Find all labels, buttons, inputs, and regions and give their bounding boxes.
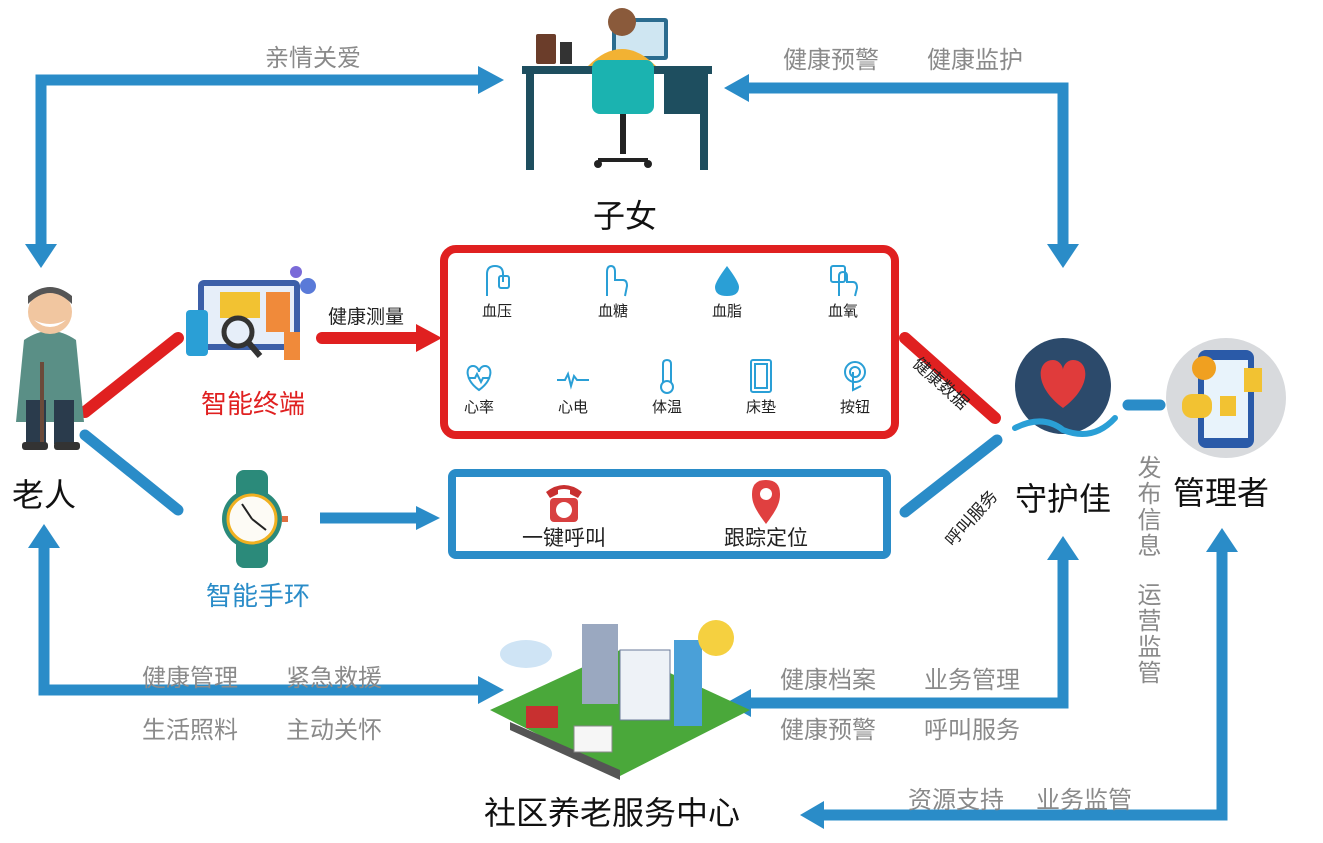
blood-lipid-icon xyxy=(715,266,739,296)
family-love-label: 亲情关爱 xyxy=(265,44,361,72)
phone-icon xyxy=(546,485,582,522)
thermometer-icon xyxy=(660,358,674,394)
arrowhead-right-community xyxy=(478,676,504,704)
arrow-manager-community xyxy=(820,548,1228,821)
arrowhead-down-guardian xyxy=(1047,244,1079,268)
smart-terminal-illustration xyxy=(186,266,316,360)
smart-terminal-label: 智能终端 xyxy=(201,390,306,420)
measurement-box xyxy=(440,245,899,439)
ecg-icon xyxy=(557,371,589,390)
blood-oxygen-icon xyxy=(830,265,859,297)
arrow-elder-to-children xyxy=(35,74,480,250)
button-icon xyxy=(844,361,866,392)
line-elder-bracelet xyxy=(79,429,184,516)
smart-bracelet-illustration xyxy=(222,470,288,568)
health-warning-bottom-label: 健康预警 xyxy=(780,716,876,744)
arrowhead-up-elder xyxy=(28,524,60,548)
location-pin-icon xyxy=(752,480,780,524)
measure-item-temperature: 体温 xyxy=(632,358,702,417)
manager-label: 管理者 xyxy=(1173,474,1270,512)
arrowhead-red-right xyxy=(416,324,442,352)
ops-supervision-label: 运营监管 xyxy=(1133,582,1161,686)
line-healthdata-guardian xyxy=(899,332,1001,424)
community-center-illustration xyxy=(490,620,750,780)
children-label: 子女 xyxy=(593,197,658,235)
measure-item-blood-oxygen: 血氧 xyxy=(808,262,878,321)
measure-item-heart-rate: 心率 xyxy=(444,358,514,417)
manager-illustration xyxy=(1166,338,1286,458)
community-center-label: 社区养老服务中心 xyxy=(484,794,741,832)
health-monitor-label: 健康监护 xyxy=(927,46,1023,74)
arrow-elder-community xyxy=(38,545,480,696)
call-service-label: 呼叫服务 xyxy=(924,716,1020,744)
arrowhead-right-box xyxy=(416,506,440,530)
life-care-label: 生活照料 xyxy=(142,716,238,744)
health-measure-label: 健康测量 xyxy=(328,306,405,328)
business-supervision-label: 业务监管 xyxy=(1036,786,1132,814)
measure-item-button: 按钮 xyxy=(820,358,890,417)
arrow-guardian-community xyxy=(748,555,1069,709)
resource-support-label: 资源支持 xyxy=(908,786,1004,814)
line-callservice-guardian xyxy=(899,434,1003,518)
measure-item-mattress: 床垫 xyxy=(726,358,796,417)
arrowhead-right-children xyxy=(478,66,504,94)
measure-item-blood-lipid: 血脂 xyxy=(692,262,762,321)
guardian-label: 守护佳 xyxy=(1015,480,1112,518)
business-mgmt-label: 业务管理 xyxy=(924,666,1020,694)
measure-item-blood-sugar: 血糖 xyxy=(578,262,648,321)
health-mgmt-label: 健康管理 xyxy=(142,664,238,692)
blood-pressure-icon xyxy=(486,264,510,296)
feature-one-key-call: 一键呼叫 xyxy=(514,478,614,552)
smart-bracelet-label: 智能手环 xyxy=(206,582,311,612)
active-care-label: 主动关怀 xyxy=(286,716,382,744)
feature-tracking-location: 跟踪定位 xyxy=(716,478,816,552)
heart-rate-icon xyxy=(466,364,492,392)
children-desk-illustration xyxy=(522,8,712,170)
arrowhead-up-guardian xyxy=(1047,536,1079,560)
measure-item-ecg: 心电 xyxy=(538,358,608,417)
health-records-label: 健康档案 xyxy=(780,666,876,694)
measure-item-blood-pressure: 血压 xyxy=(462,262,532,321)
elder-label: 老人 xyxy=(12,476,77,514)
elder-illustration xyxy=(16,287,84,450)
publish-info-label: 发布信息 xyxy=(1133,455,1161,559)
emergency-rescue-label: 紧急救援 xyxy=(286,664,382,692)
guardian-illustration xyxy=(1012,338,1118,437)
mattress-icon xyxy=(750,359,772,393)
arrowhead-up-manager xyxy=(1206,528,1238,552)
arrowhead-left-children xyxy=(724,74,749,102)
arrowhead-down-left-top xyxy=(25,244,57,268)
line-elder-terminal xyxy=(79,332,184,418)
arrowhead-left-bottom xyxy=(800,801,824,829)
blood-sugar-icon xyxy=(606,264,629,297)
health-warning-top-label: 健康预警 xyxy=(783,46,879,74)
arrow-guardian-to-children xyxy=(745,82,1069,250)
